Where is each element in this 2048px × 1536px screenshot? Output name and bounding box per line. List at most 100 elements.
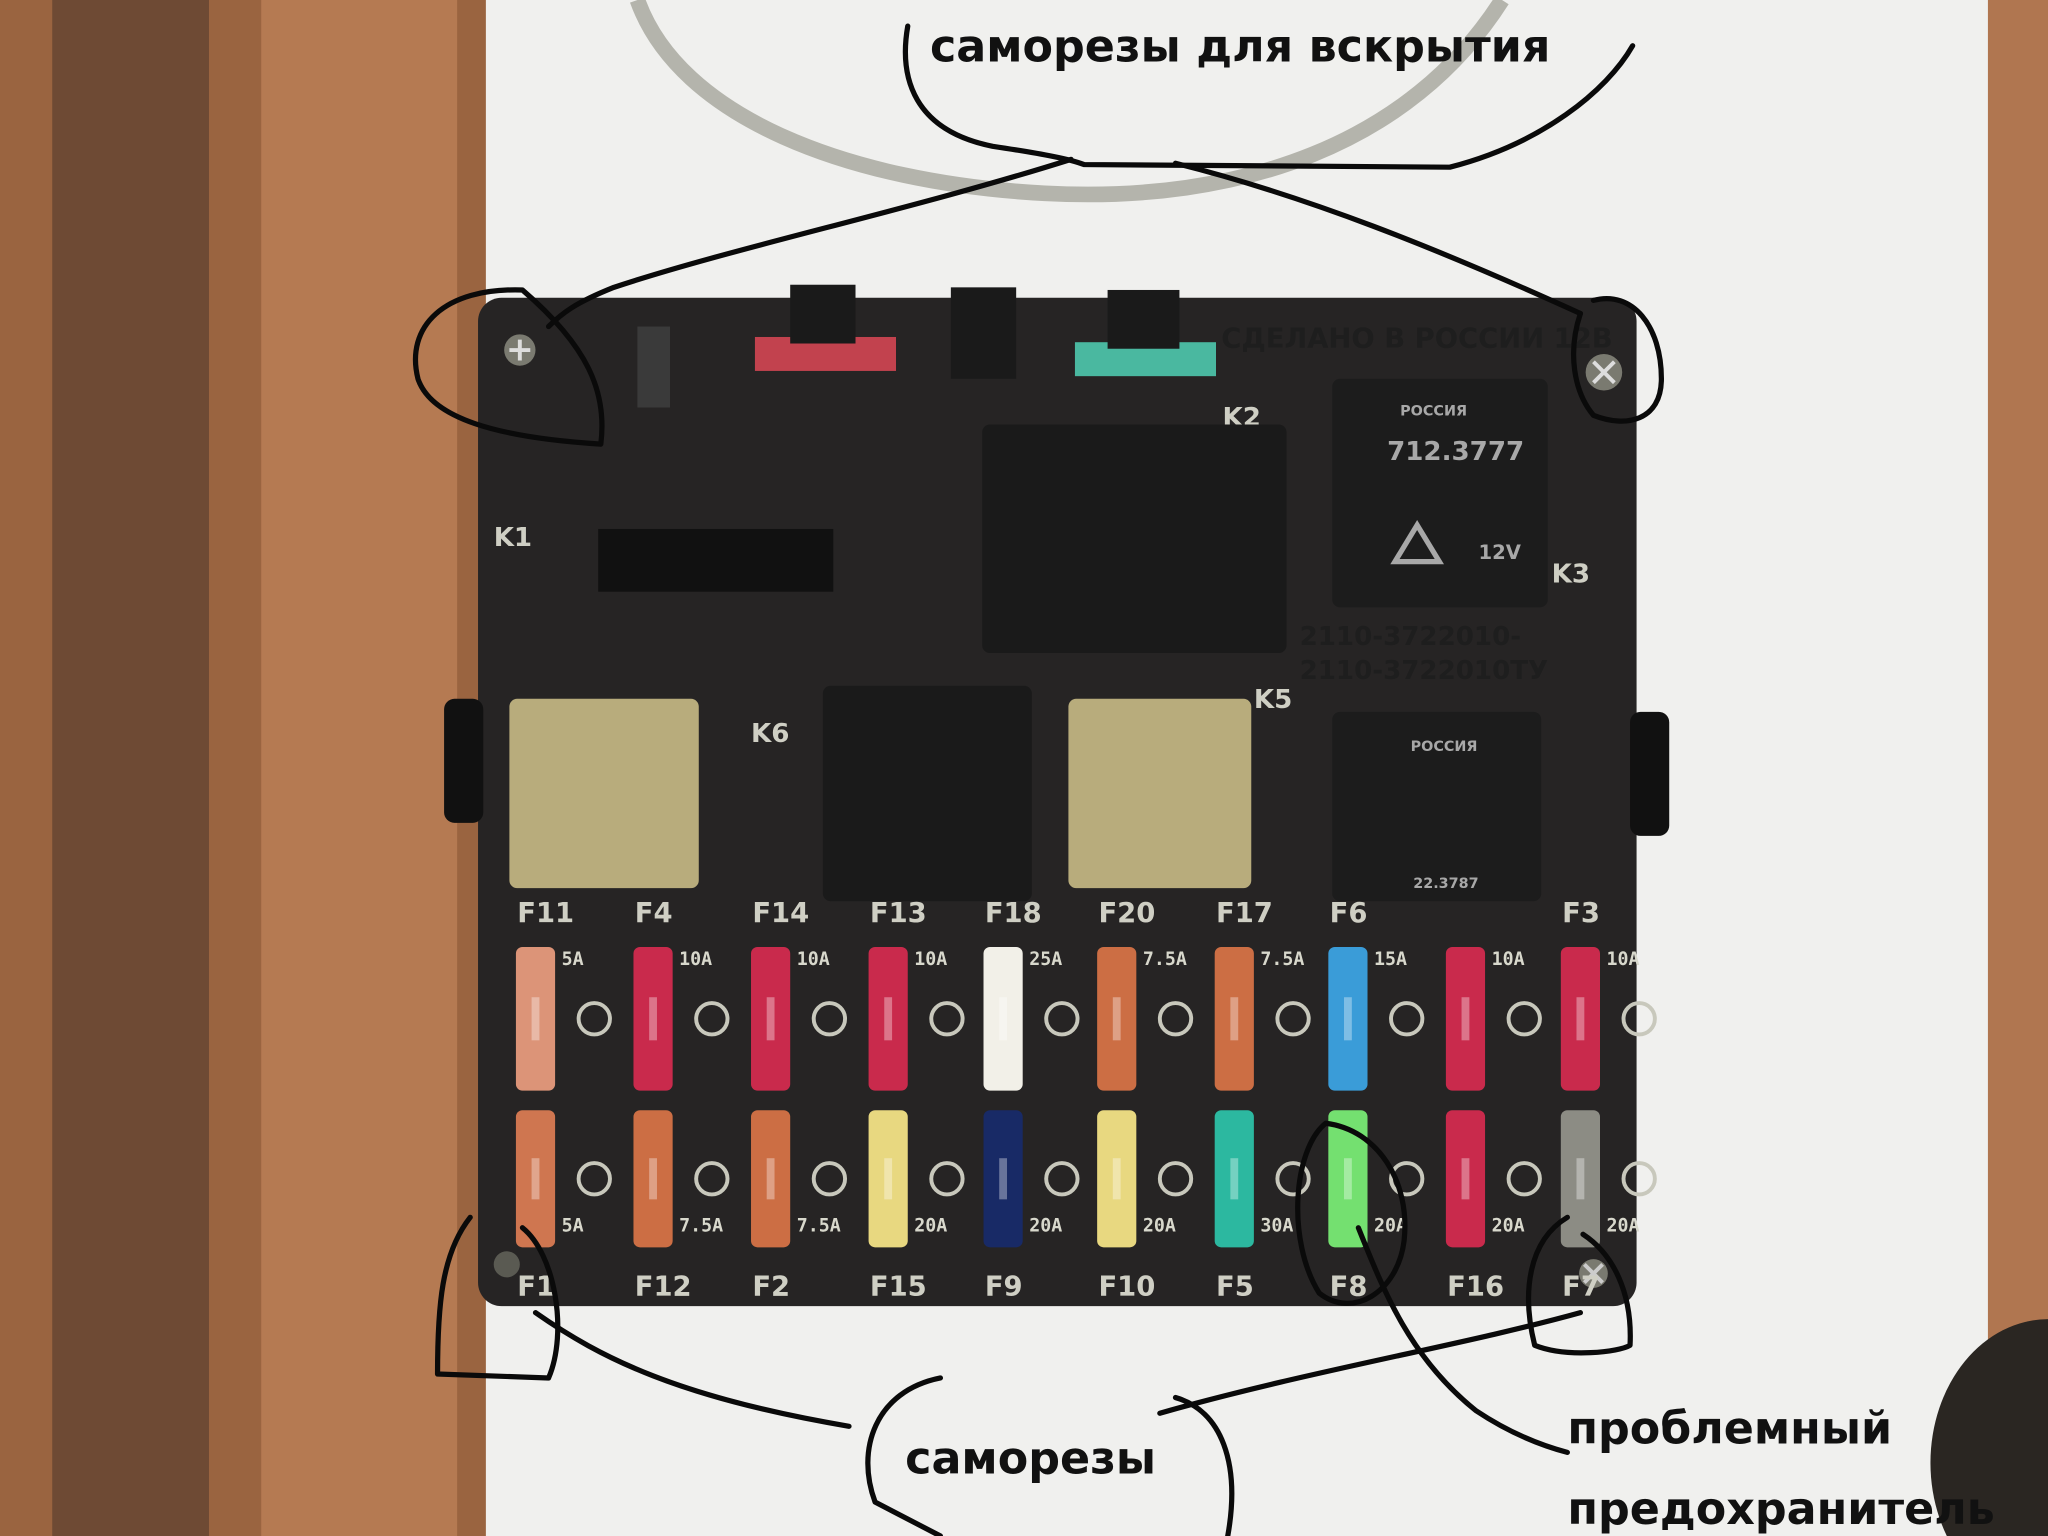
circle-bottom-right-screw: [1525, 1214, 1633, 1356]
fuse-body: [633, 1110, 673, 1248]
circuit-symbol-icon: [1275, 1001, 1311, 1037]
fuse-body: [1445, 946, 1486, 1091]
fuse-label: F16: [1447, 1272, 1504, 1303]
hazard-triangle-icon: [1390, 520, 1444, 565]
fuse-f15[interactable]: F15 20A: [868, 1110, 965, 1303]
relay-label-k6: K6: [751, 719, 789, 749]
fuse-body: [751, 1110, 791, 1248]
relay-label-k5: K5: [1254, 685, 1292, 715]
k1-socket: [598, 528, 834, 592]
connector-small: [637, 326, 671, 408]
top-annotation-label: саморезы для вскрытия: [930, 21, 1550, 72]
fuse-element: [1461, 1158, 1470, 1200]
wood-plank-dark: [52, 0, 209, 1536]
fuse-body: [1328, 946, 1368, 1091]
circuit-symbol-icon: [1044, 1161, 1080, 1197]
fuse-rating: 20A: [1607, 1216, 1640, 1237]
fuse-label: F6: [1330, 898, 1368, 929]
fuse-body: [983, 1110, 1023, 1248]
fuse-element: [1461, 997, 1470, 1041]
part-number-1: 2110-3722010-: [1300, 622, 1522, 652]
fuse-rating: 10A: [1607, 949, 1640, 970]
fuse-element: [531, 1158, 540, 1200]
relay-k6: [822, 685, 1032, 902]
fuse-body: [868, 1110, 908, 1248]
board-side-connector-left: [444, 698, 484, 823]
fuse-label: F7: [1562, 1272, 1600, 1303]
relay-left-gold: [509, 698, 699, 889]
fuse-element: [1230, 1158, 1239, 1200]
fuse-element: [1112, 1158, 1121, 1200]
screw-bottom-right: [1579, 1259, 1608, 1288]
fuse-body: [1445, 1110, 1486, 1248]
circuit-symbol-icon: [929, 1001, 965, 1037]
fuse-rating: 5A: [562, 949, 584, 970]
fuse-body: [1097, 1110, 1137, 1248]
fuse-f17[interactable]: F17 7.5A: [1214, 898, 1311, 1091]
fuse-slot-9[interactable]: 10A: [1445, 946, 1542, 1091]
fuse-element: [766, 997, 775, 1041]
fuse-label: F5: [1216, 1272, 1254, 1303]
fuse-body: [1328, 1110, 1368, 1248]
fuse-rating: 20A: [1492, 1216, 1525, 1237]
circuit-symbol-icon: [929, 1161, 965, 1197]
circle-problem-fuse: [1295, 1120, 1408, 1306]
connector-black-3: [1107, 289, 1180, 349]
fuse-body: [1560, 1110, 1600, 1248]
fuse-body: [983, 946, 1023, 1091]
fuse-f16[interactable]: F16 20A: [1445, 1110, 1542, 1303]
fuse-label: F17: [1216, 898, 1273, 929]
fuse-rating: 10A: [797, 949, 830, 970]
fuse-f7[interactable]: F7 20A: [1560, 1110, 1657, 1303]
fuse-element: [1344, 1158, 1352, 1200]
fuse-body: [1214, 1110, 1254, 1248]
connector-black-1: [790, 284, 856, 344]
shadow-corner: [1930, 1319, 2048, 1536]
fuse-rating: 7.5A: [1260, 949, 1304, 970]
fuse-body: [1214, 946, 1254, 1091]
wood-background-right: [1985, 0, 2048, 1536]
circuit-symbol-icon: [576, 1001, 612, 1037]
relay-label-k3: K3: [1552, 560, 1590, 590]
circuit-symbol-icon: [1275, 1161, 1311, 1197]
fuse-f20[interactable]: F20 7.5A: [1097, 898, 1194, 1091]
line-to-top-left-screw: [545, 156, 1074, 330]
fuse-body: [633, 946, 673, 1091]
line-to-problem-label: [1355, 1225, 1570, 1456]
relay-flasher-brand: РОССИЯ: [1400, 403, 1467, 419]
line-bottom-left: [532, 1310, 852, 1429]
fuse-element: [884, 1158, 893, 1200]
fuse-label: F15: [870, 1272, 927, 1303]
fuse-f2[interactable]: F27.5A: [751, 1110, 848, 1303]
grey-cable: [630, 0, 1509, 203]
relay-small-model: 22.3787: [1413, 876, 1478, 892]
connector-black-2: [950, 287, 1017, 379]
fuse-rating: 20A: [914, 1216, 947, 1237]
fuse-rating: 7.5A: [1143, 949, 1187, 970]
fuse-element: [531, 997, 540, 1041]
fuse-rating: 7.5A: [679, 1216, 723, 1237]
circuit-symbol-icon: [576, 1161, 612, 1197]
circuit-symbol-icon: [811, 1161, 848, 1197]
relay-flasher-voltage: 12V: [1479, 541, 1522, 564]
relay-right-gold: [1068, 698, 1252, 889]
bottom-annotation-label: саморезы: [905, 1433, 1156, 1484]
fuse-element: [1112, 997, 1121, 1041]
annotation-drawings: [412, 23, 1664, 1536]
fuse-label: F20: [1098, 898, 1155, 929]
relay-small-brand: РОССИЯ: [1411, 739, 1478, 755]
fuse-body: [515, 946, 556, 1091]
circuit-symbol-icon: [1044, 1001, 1080, 1037]
